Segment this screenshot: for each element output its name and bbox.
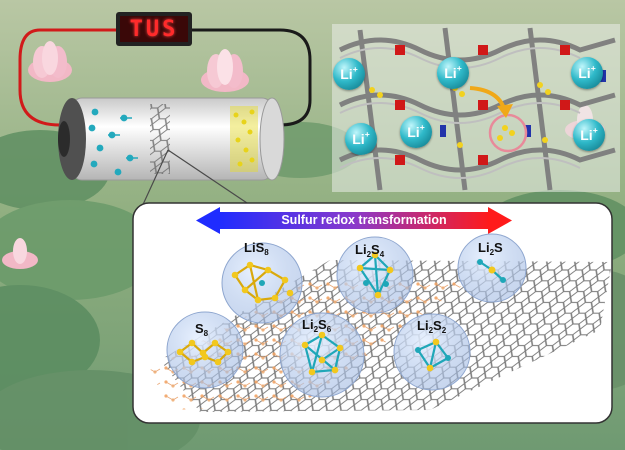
cluster-li2s xyxy=(457,233,527,303)
label-lis8: LiS8 xyxy=(244,240,269,257)
label-li2s6: Li2S6 xyxy=(302,317,332,334)
label-li2s2: Li2S2 xyxy=(417,318,447,335)
polysulfide-clusters xyxy=(166,233,527,398)
label-s8: S8 xyxy=(195,321,209,338)
framework-structure xyxy=(332,24,620,192)
redox-arrow xyxy=(196,207,512,234)
cluster-s8 xyxy=(166,311,244,389)
battery-cell xyxy=(58,97,285,181)
transformation-label: Sulfur redox transformation xyxy=(281,213,447,227)
lithium-ion-2: Li+ xyxy=(437,57,469,89)
cluster-lis8 xyxy=(221,242,303,324)
circuit-wires xyxy=(18,28,312,127)
cluster-li2s4 xyxy=(336,236,414,314)
cluster-li2s2 xyxy=(393,313,471,391)
lithium-ion-4: Li+ xyxy=(400,116,432,148)
lithium-ion-6: Li+ xyxy=(573,119,605,151)
led-display-text: TUS xyxy=(129,16,179,42)
label-li2s4: Li2S4 xyxy=(355,242,385,259)
label-li2s: Li2S xyxy=(478,240,503,257)
cluster-li2s6 xyxy=(279,312,365,398)
lithium-ion-5: Li+ xyxy=(345,123,377,155)
led-display xyxy=(116,12,192,46)
lithium-ion-1: Li+ xyxy=(333,58,365,90)
lithium-ion-3: Li+ xyxy=(571,57,603,89)
